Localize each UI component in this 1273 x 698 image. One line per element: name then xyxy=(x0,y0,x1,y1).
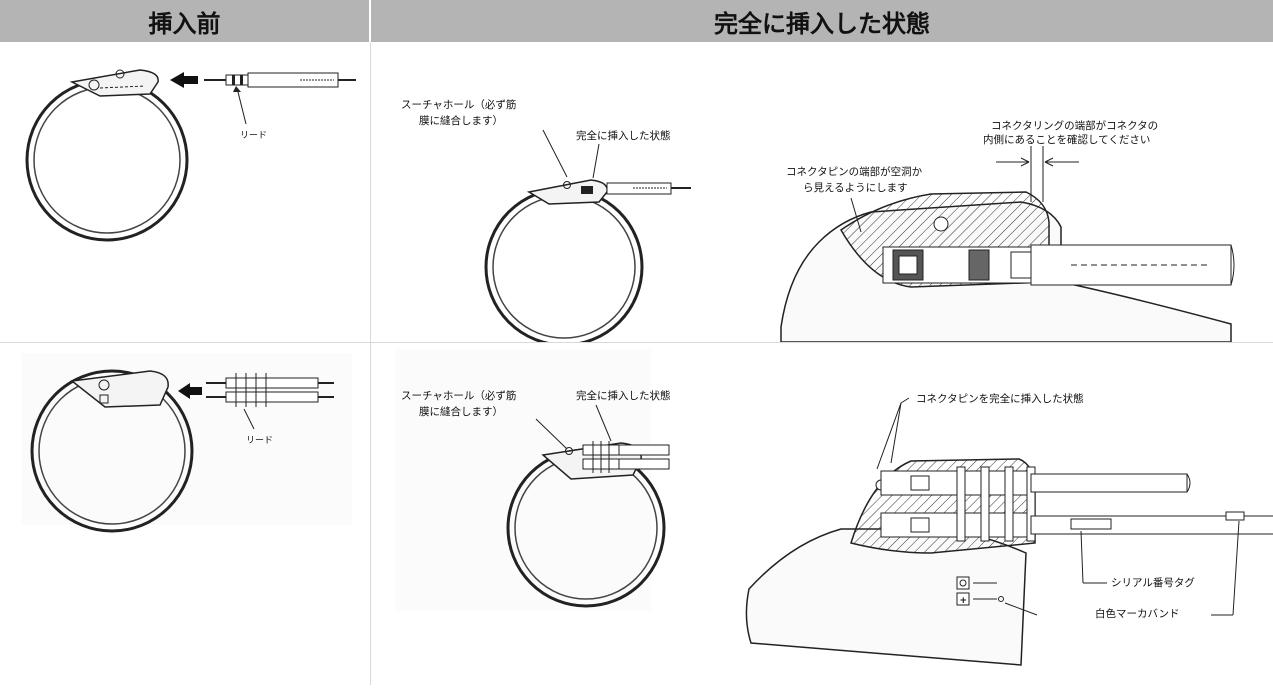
serial-tag-leader xyxy=(1080,530,1083,584)
suture-leader-line xyxy=(542,129,567,178)
suture-hole-icon xyxy=(562,181,571,189)
port-upper-icon xyxy=(98,379,110,391)
suture-hole-label-1: スーチャホール（必ず筋 xyxy=(401,98,516,111)
suture-hole-label-1: スーチャホール（必ず筋 xyxy=(401,389,516,402)
inserted-dual-lead xyxy=(582,441,669,473)
ring-contact xyxy=(968,249,989,281)
pin-fully-inserted-label: コネクタピンを完全に挿入した状態 xyxy=(916,392,1084,405)
white-band-leader xyxy=(1232,520,1239,616)
suture-hole-label-2: 膜に縫合します） xyxy=(419,405,503,418)
suture-hole-label-2: 膜に縫合します） xyxy=(419,114,503,127)
fully-inserted-label: 完全に挿入した状態 xyxy=(576,129,671,142)
lead-break-mark xyxy=(1230,244,1234,286)
white-band-label: 白色マーカバンド xyxy=(1095,607,1180,620)
white-band-shape xyxy=(1225,511,1244,521)
row2-before-illustration: リード xyxy=(22,353,352,533)
suture-hole-icon xyxy=(564,447,573,455)
lower-pin xyxy=(910,517,929,533)
device-ring-inner xyxy=(33,86,181,234)
pin-visible-leader xyxy=(850,197,861,233)
row1-before-illustration: リード xyxy=(25,69,356,242)
dimension-arrow-right xyxy=(1044,157,1079,167)
connector-pin xyxy=(898,255,917,275)
inserted-lead xyxy=(580,182,691,195)
serial-tag-label: シリアル番号タグ xyxy=(1111,576,1195,589)
symbol-leader xyxy=(1004,602,1037,616)
svg-text:+: + xyxy=(959,596,967,606)
device-ring-outer xyxy=(25,78,189,242)
upper-pin xyxy=(910,475,929,491)
dual-lead-illustration xyxy=(206,373,334,407)
contact-rings xyxy=(956,466,1035,542)
row1-before-cell: リード xyxy=(0,42,371,343)
row1-after-cell: スーチャホール（必ず筋 膜に縫合します） 完全に挿入した状態 コネクタピンの端部… xyxy=(370,42,1273,343)
pin-visible-label-1: コネクタピンの端部が空洞か xyxy=(786,165,923,178)
lead-leader-line xyxy=(236,87,247,125)
dimension-arrow-left xyxy=(995,157,1029,167)
port-lower-icon xyxy=(99,394,109,404)
inserted-leader-line xyxy=(592,143,599,179)
row1-after-illustration: スーチャホール（必ず筋 膜に縫合します） 完全に挿入した状態 コネクタピンの端部… xyxy=(401,98,1234,342)
serial-tag-shape xyxy=(1070,518,1111,530)
row2-after-illustration: スーチャホール（必ず筋 膜に縫合します） 完全に挿入した状態 xyxy=(394,349,1273,666)
device-ring-outer xyxy=(30,369,194,533)
row2-before-cell: リード xyxy=(0,342,371,685)
lead-label: リード xyxy=(246,436,273,446)
pin-leader-lines xyxy=(876,397,909,470)
row2-after-cell: スーチャホール（必ず筋 膜に縫合します） 完全に挿入した状態 xyxy=(370,343,1273,686)
header-before: 挿入前 xyxy=(0,0,371,42)
port-symbols: + xyxy=(956,576,1004,606)
lead-leader-line xyxy=(243,408,255,430)
setscrew-icon xyxy=(933,216,948,232)
lead-break-mark xyxy=(1186,473,1190,493)
bore-line xyxy=(99,85,146,89)
suture-leader-line xyxy=(535,418,567,450)
header-after: 完全に挿入した状態 xyxy=(370,0,1273,42)
insert-arrow-icon xyxy=(170,72,198,88)
device-ring-outer xyxy=(484,187,643,342)
lead-illustration xyxy=(204,72,356,88)
upper-lead-body xyxy=(1030,473,1187,493)
insert-arrow-icon xyxy=(178,383,202,399)
device-ring-inner xyxy=(491,195,636,339)
header-block xyxy=(69,69,159,97)
lead-label: リード xyxy=(240,131,267,141)
pin-visible-label-2: ら見えるようにします xyxy=(803,182,908,194)
ring-inside-label-1: コネクタリングの端部がコネクタの xyxy=(991,119,1158,132)
fully-inserted-label: 完全に挿入した状態 xyxy=(576,389,671,402)
suture-hole-icon xyxy=(115,69,125,79)
inserted-leader-line xyxy=(595,404,611,442)
header-block xyxy=(70,370,169,408)
ring-inside-label-2: 内側にあることを確認してください xyxy=(983,133,1150,146)
leader-arrowhead xyxy=(233,86,241,92)
setscrew-icon xyxy=(88,79,100,91)
